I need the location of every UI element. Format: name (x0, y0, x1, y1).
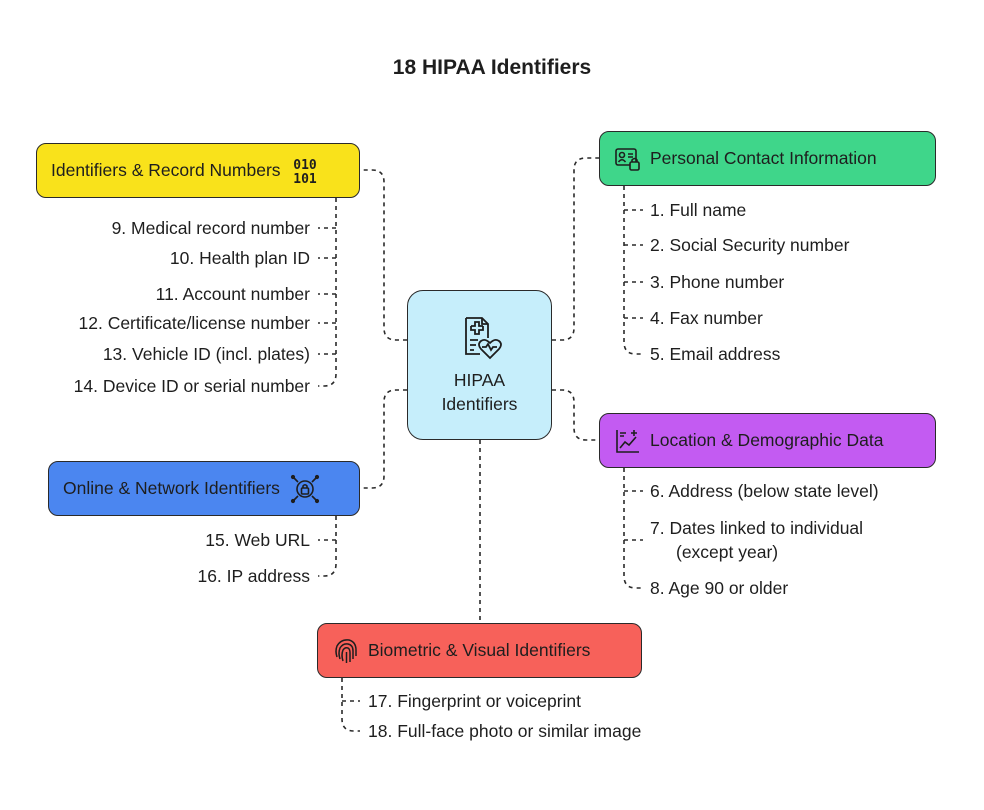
connector-center-identifiers (360, 169, 407, 341)
list-item: 14. Device ID or serial number (73, 376, 310, 396)
category-personal-contact-information: Personal Contact Information (599, 131, 936, 186)
list-item: 2. Social Security number (650, 235, 850, 255)
category-biometric-visual-identifiers: Biometric & Visual Identifiers (317, 623, 642, 678)
category-label: Biometric & Visual Identifiers (368, 640, 591, 660)
list-item: 9. Medical record number (111, 218, 310, 238)
category-identifiers-record-numbers: Identifiers & Record Numbers 010 101 (36, 143, 360, 198)
center-label: HIPAA Identifiers (441, 370, 518, 414)
list-item: 1. Full name (650, 200, 747, 220)
connector-center-location (552, 389, 599, 441)
svg-text:101: 101 (293, 172, 317, 187)
trunk-identifiers (318, 198, 337, 387)
binary-icon: 010 101 (289, 155, 321, 187)
diagram-title: 18 HIPAA Identifiers (392, 56, 592, 79)
category-location-demographic-data: Location & Demographic Data (599, 413, 936, 468)
chart-plus-icon (614, 427, 642, 455)
connector-center-online (360, 389, 407, 489)
list-item: 10. Health plan ID (169, 248, 310, 268)
network-lock-icon (290, 474, 320, 504)
category-label: Identifiers & Record Numbers (51, 160, 281, 180)
svg-text:010: 010 (293, 158, 317, 173)
list-item: 16. IP address (197, 566, 310, 586)
medical-record-heart-icon (456, 314, 504, 362)
list-item: 18. Full-face photo or similar image (368, 721, 642, 741)
list-item: 12. Certificate/license number (78, 313, 311, 333)
trunk-contact (623, 186, 643, 355)
trunk-location (623, 468, 643, 589)
hipaa-identifiers-center-node: HIPAA Identifiers (407, 290, 552, 440)
connector-center-contact (552, 157, 599, 341)
list-item: 11. Account number (155, 284, 310, 304)
list-item: 5. Email address (650, 344, 781, 364)
trunk-online (318, 516, 337, 577)
list-item: 15. Web URL (205, 530, 310, 550)
list-item: 6. Address (below state level) (650, 481, 879, 501)
trunk-biometric (341, 678, 360, 732)
category-label: Personal Contact Information (650, 148, 877, 168)
list-item: 7. Dates linked to individual (except ye… (650, 518, 864, 562)
list-item: 3. Phone number (650, 272, 785, 292)
list-item: 17. Fingerprint or voiceprint (368, 691, 582, 711)
fingerprint-icon (332, 637, 360, 665)
list-item: 13. Vehicle ID (incl. plates) (102, 344, 310, 364)
id-card-lock-icon (614, 145, 642, 173)
list-item: 8. Age 90 or older (650, 578, 789, 598)
category-online-network-identifiers: Online & Network Identifiers (48, 461, 360, 516)
category-label: Location & Demographic Data (650, 430, 884, 450)
category-label: Online & Network Identifiers (63, 478, 280, 498)
list-item: 4. Fax number (650, 308, 763, 328)
